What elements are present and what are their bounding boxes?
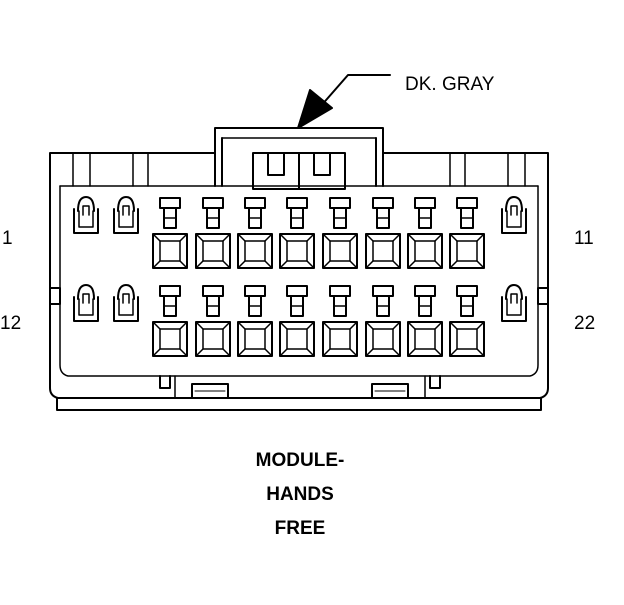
large-terminal-cavity bbox=[407, 197, 443, 269]
large-terminal-cavity bbox=[322, 197, 358, 269]
connector-housing bbox=[49, 152, 549, 411]
leader-arrow bbox=[297, 74, 391, 129]
large-terminal-cavity bbox=[152, 197, 188, 269]
caption-line-3: FREE bbox=[274, 518, 326, 539]
large-terminal-cavity bbox=[365, 197, 401, 269]
large-terminal-cavity bbox=[279, 285, 315, 357]
pin-label-1: 1 bbox=[2, 228, 13, 249]
small-terminal-cavity bbox=[73, 284, 99, 322]
small-terminal-cavity bbox=[501, 284, 527, 322]
small-cavities bbox=[73, 196, 527, 322]
large-terminal-cavity bbox=[195, 285, 231, 357]
small-terminal-cavity bbox=[501, 196, 527, 234]
small-terminal-cavity bbox=[113, 196, 139, 234]
large-terminal-cavity bbox=[449, 285, 485, 357]
large-terminal-cavity bbox=[237, 197, 273, 269]
small-terminal-cavity bbox=[73, 196, 99, 234]
large-terminal-cavity bbox=[195, 197, 231, 269]
pin-label-11: 11 bbox=[574, 228, 594, 249]
large-cavities bbox=[152, 197, 485, 357]
large-terminal-cavity bbox=[449, 197, 485, 269]
caption-line-1: MODULE- bbox=[255, 450, 345, 471]
large-terminal-cavity bbox=[322, 285, 358, 357]
large-terminal-cavity bbox=[279, 197, 315, 269]
large-terminal-cavity bbox=[407, 285, 443, 357]
large-terminal-cavity bbox=[365, 285, 401, 357]
small-terminal-cavity bbox=[113, 284, 139, 322]
connector-latch bbox=[214, 127, 384, 190]
wire-color-label: DK. GRAY bbox=[405, 74, 495, 95]
large-terminal-cavity bbox=[152, 285, 188, 357]
pin-label-22: 22 bbox=[574, 313, 596, 334]
pin-label-12: 12 bbox=[0, 313, 22, 334]
caption-line-2: HANDS bbox=[266, 484, 334, 505]
large-terminal-cavity bbox=[237, 285, 273, 357]
connector-caption: MODULE- HANDS FREE bbox=[200, 444, 400, 546]
